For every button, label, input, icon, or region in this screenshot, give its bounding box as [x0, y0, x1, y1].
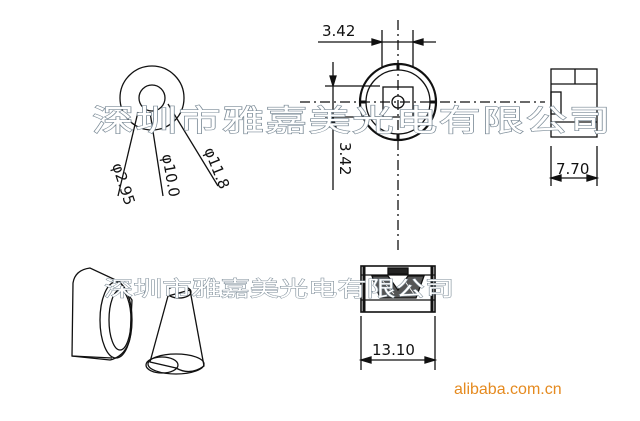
lens-3d-view — [145, 285, 205, 375]
holder-3d-view — [71, 267, 133, 361]
holder-top-view — [300, 20, 545, 250]
lens-front-view — [117, 65, 219, 197]
dim-inner-diameter-label: φ2.95 — [108, 161, 138, 208]
dim-side-depth-label: 7.70 — [556, 160, 589, 178]
dim-bottom-label: 13.10 — [372, 341, 415, 359]
dim-outer-diameter-label: φ11.8 — [200, 145, 233, 192]
watermark-line-1: 深圳市雅嘉美光电有限公司 — [92, 104, 612, 139]
alibaba-logo: alibaba.com.cn — [454, 381, 562, 398]
watermark-line-2: 深圳市雅嘉美光电有限公司 — [104, 277, 454, 301]
dim-top-label: 3.42 — [322, 22, 355, 40]
dim-side-label: 3.42 — [336, 142, 354, 175]
dim-bottom-width — [358, 316, 438, 370]
dim-top-width — [318, 30, 436, 68]
holder-side-view — [548, 68, 600, 186]
dim-side-height — [325, 62, 380, 190]
holder-cross-section — [360, 265, 436, 313]
